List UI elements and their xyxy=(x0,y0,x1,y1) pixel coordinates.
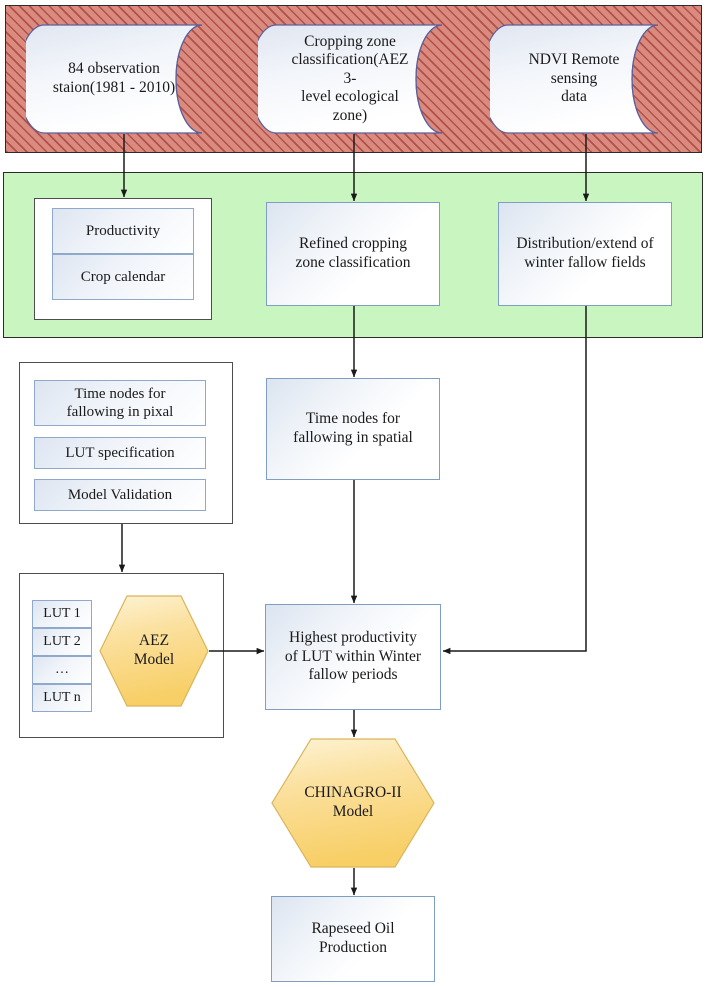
connector-fallow-to-highest xyxy=(442,306,587,655)
cylinder-shape xyxy=(258,24,443,134)
process-model-validation-label: Model Validation xyxy=(67,487,173,503)
lut-item-n[interactable]: LUT n xyxy=(32,684,92,712)
cylinder-shape xyxy=(490,24,659,134)
lut-item-ellipsis[interactable]: … xyxy=(32,656,92,684)
lut-item-1[interactable]: LUT 1 xyxy=(32,600,92,628)
process-lut-specification-label: LUT specification xyxy=(65,445,175,461)
lut-item-2-label: LUT 2 xyxy=(43,633,81,649)
cylinder-shape xyxy=(26,24,203,134)
process-model-validation[interactable]: Model Validation xyxy=(34,479,206,511)
process-lut-specification[interactable]: LUT specification xyxy=(34,437,206,469)
lut-item-ellipsis-label: … xyxy=(55,661,69,677)
lut-item-2[interactable]: LUT 2 xyxy=(32,628,92,656)
hexagon-shape xyxy=(271,738,435,868)
process-crop-calendar-label: Crop calendar xyxy=(80,269,166,285)
process-productivity[interactable]: Productivity xyxy=(52,208,194,254)
process-productivity-label: Productivity xyxy=(85,223,161,239)
lut-item-1-label: LUT 1 xyxy=(43,605,81,621)
lut-item-n-label: LUT n xyxy=(43,689,81,705)
process-crop-calendar[interactable]: Crop calendar xyxy=(52,254,194,300)
hexagon-shape xyxy=(99,595,209,707)
